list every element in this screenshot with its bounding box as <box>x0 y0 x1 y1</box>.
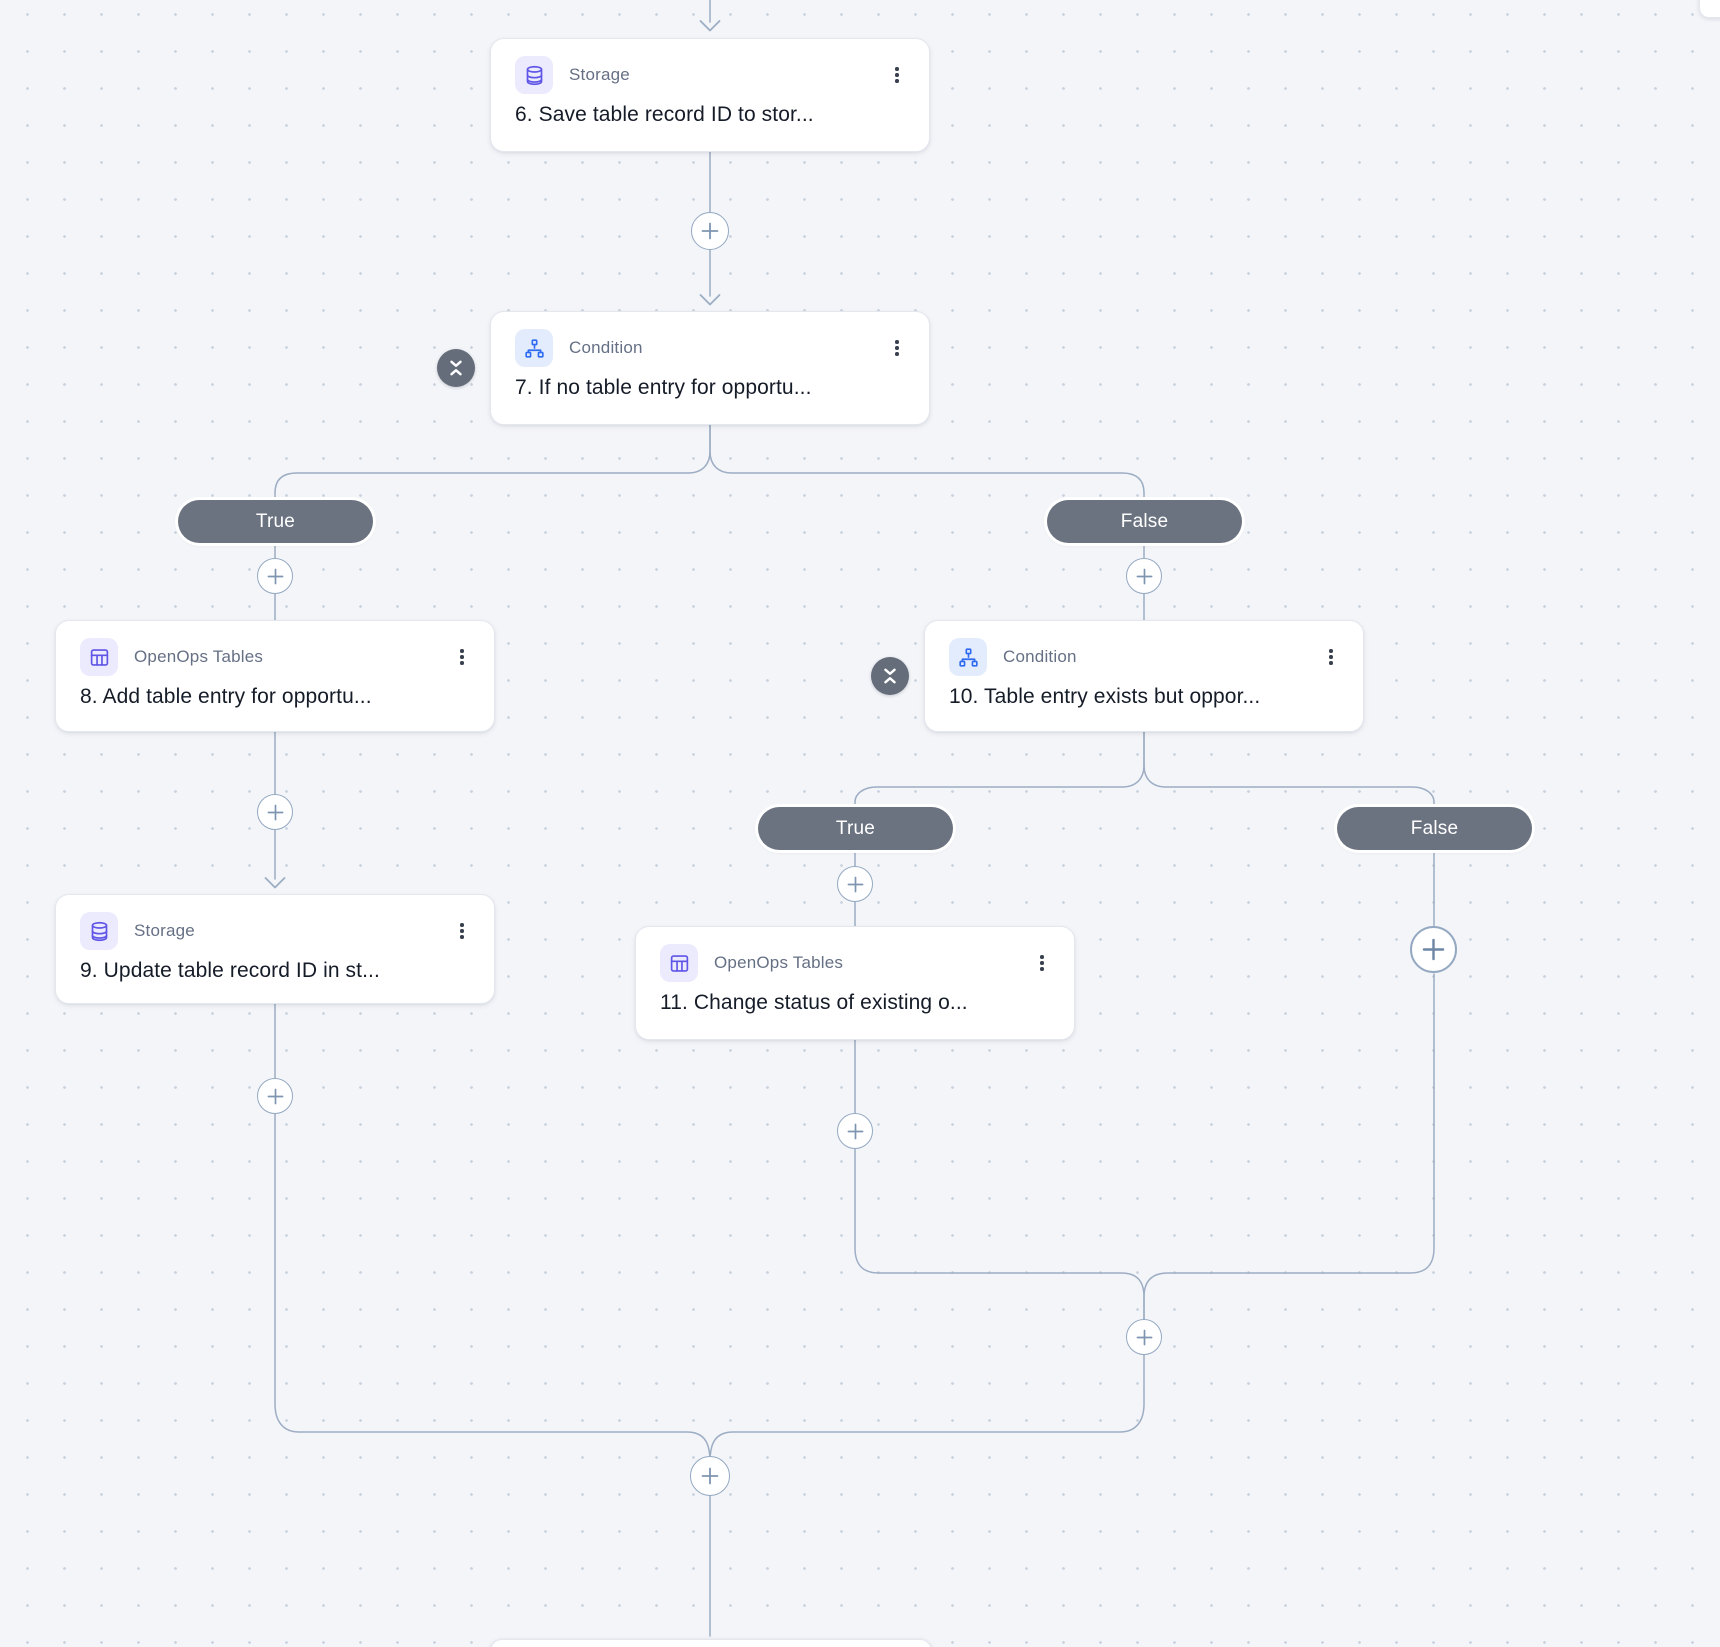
add-step-button[interactable] <box>257 558 293 594</box>
step-menu-button[interactable] <box>889 63 905 87</box>
step-node-8[interactable]: OpenOps Tables 8. Add table entry for op… <box>55 620 495 732</box>
step-menu-button[interactable] <box>454 919 470 943</box>
step-node-6[interactable]: Storage 6. Save table record ID to stor.… <box>490 38 930 152</box>
step-title: 6. Save table record ID to stor... <box>515 103 814 126</box>
step-title: 11. Change status of existing o... <box>660 991 968 1014</box>
step-app-label: Storage <box>569 65 630 84</box>
step-node-7[interactable]: Condition 7. If no table entry for oppor… <box>490 311 930 425</box>
step-app-label: OpenOps Tables <box>714 953 844 972</box>
step-node-9[interactable]: Storage 9. Update table record ID in st.… <box>55 894 495 1004</box>
branch-label-true: True <box>178 500 373 543</box>
add-step-button[interactable] <box>1126 1319 1162 1355</box>
add-step-button[interactable] <box>837 1113 873 1149</box>
step-app-label: Condition <box>1003 647 1077 666</box>
condition-icon <box>515 329 553 367</box>
add-step-button[interactable] <box>691 212 729 250</box>
branch-label-false: False <box>1337 807 1532 850</box>
branch-label-text: True <box>835 817 876 839</box>
database-icon <box>80 912 118 950</box>
add-step-button[interactable] <box>690 1456 730 1496</box>
tables-icon <box>80 638 118 676</box>
step-app-label: Storage <box>134 921 195 940</box>
step-menu-button[interactable] <box>1323 645 1339 669</box>
step-title: 9. Update table record ID in st... <box>80 959 380 982</box>
collapse-branch-button[interactable] <box>437 349 475 387</box>
canvas-panel-corner <box>1699 0 1720 18</box>
step-menu-button[interactable] <box>1034 951 1050 975</box>
step-menu-button[interactable] <box>454 645 470 669</box>
add-step-button[interactable] <box>837 866 873 902</box>
branch-label-text: False <box>1410 817 1459 839</box>
branch-label-false: False <box>1047 500 1242 543</box>
database-icon <box>515 56 553 94</box>
add-step-button[interactable] <box>257 794 293 830</box>
branch-label-text: True <box>255 510 296 532</box>
step-app-label: Condition <box>569 338 643 357</box>
step-node-10[interactable]: Condition 10. Table entry exists but opp… <box>924 620 1364 732</box>
step-node-11[interactable]: OpenOps Tables 11. Change status of exis… <box>635 926 1075 1040</box>
step-menu-button[interactable] <box>889 336 905 360</box>
step-title: 10. Table entry exists but oppor... <box>949 685 1261 708</box>
collapse-branch-button[interactable] <box>871 657 909 695</box>
step-title: 7. If no table entry for opportu... <box>515 376 812 399</box>
add-step-button[interactable] <box>257 1078 293 1114</box>
condition-icon <box>949 638 987 676</box>
add-step-button[interactable] <box>1410 926 1457 973</box>
step-app-label: OpenOps Tables <box>134 647 264 666</box>
branch-label-true: True <box>758 807 953 850</box>
add-step-button[interactable] <box>1126 558 1162 594</box>
step-title: 8. Add table entry for opportu... <box>80 685 372 708</box>
branch-label-text: False <box>1120 510 1169 532</box>
next-step-node-peek <box>490 1639 932 1647</box>
tables-icon <box>660 944 698 982</box>
